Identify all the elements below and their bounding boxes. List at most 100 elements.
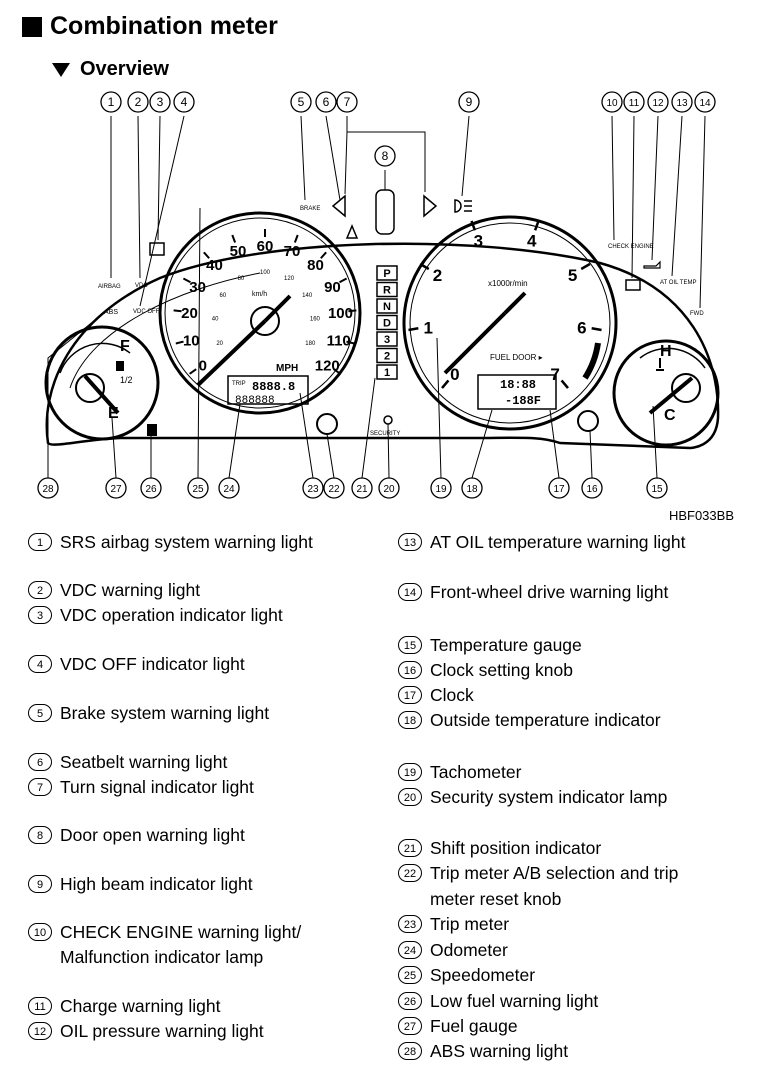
title-text: Combination meter xyxy=(50,12,278,40)
svg-text:13: 13 xyxy=(676,98,688,109)
legend-item: 10 CHECK ENGINE warning light/ xyxy=(28,920,301,945)
legend-number: 18 xyxy=(398,711,422,729)
callout-21: 21 xyxy=(351,477,373,499)
trip-meter-digits: 8888.8 xyxy=(252,380,295,394)
airbag-label: AIRBAG xyxy=(98,284,121,290)
callout-27: 27 xyxy=(105,477,127,499)
legend-text: Security system indicator lamp xyxy=(430,787,668,807)
svg-text:16: 16 xyxy=(586,484,598,495)
svg-text:19: 19 xyxy=(435,484,447,495)
door-open-icon xyxy=(375,189,395,235)
legend-number: 24 xyxy=(398,941,422,959)
legend-number: 10 xyxy=(28,923,52,941)
figure-code: HBF033BB xyxy=(668,508,734,523)
clock-setting-knob xyxy=(577,410,599,432)
charge-warning-icon xyxy=(625,279,641,291)
svg-text:24: 24 xyxy=(223,484,235,495)
speed-label: 110 xyxy=(327,333,351,350)
turn-right-icon xyxy=(423,194,438,218)
legend-item: 23 Trip meter xyxy=(398,912,509,937)
legend-text: Malfunction indicator lamp xyxy=(60,947,264,967)
clock-digits: 18:88 xyxy=(500,378,536,392)
legend-number: 9 xyxy=(28,875,52,893)
legend-text: SRS airbag system warning light xyxy=(60,532,313,552)
legend-item: meter reset knob xyxy=(398,887,561,912)
callout-5: 5 xyxy=(290,91,312,113)
svg-text:17: 17 xyxy=(553,484,565,495)
fwd-label: FWD xyxy=(690,311,704,317)
trip-label: TRIP xyxy=(232,381,246,387)
legend-text: Temperature gauge xyxy=(430,635,582,655)
security-lamp xyxy=(383,415,393,425)
tach-label: 3 xyxy=(474,232,483,251)
kmh-tick-label: 160 xyxy=(310,317,321,323)
kmh-tick-label: 80 xyxy=(238,276,245,282)
mph-label: MPH xyxy=(276,363,298,374)
svg-text:N: N xyxy=(383,301,391,313)
callout-8: 8 xyxy=(374,145,396,167)
fuel-pump-icon xyxy=(116,361,124,371)
tach-label: 0 xyxy=(450,365,459,384)
gear-R: R xyxy=(376,281,398,298)
svg-text:R: R xyxy=(383,285,391,297)
svg-text:4: 4 xyxy=(181,95,188,109)
cluster-inner-outline xyxy=(69,272,261,389)
legend-text: CHECK ENGINE warning light/ xyxy=(60,922,302,942)
legend-item: 1 SRS airbag system warning light xyxy=(28,530,313,555)
legend-number: 2 xyxy=(28,581,52,599)
gear-3: 3 xyxy=(376,331,398,347)
callout-12: 12 xyxy=(647,91,669,113)
legend-text: Trip meter A/B selection and trip xyxy=(430,863,679,883)
legend-text: VDC warning light xyxy=(60,580,201,600)
callout-7: 7 xyxy=(336,91,358,113)
legend-text: VDC OFF indicator light xyxy=(60,654,245,674)
svg-text:18: 18 xyxy=(466,484,478,495)
legend-text: Trip meter xyxy=(430,914,510,934)
callout-25: 25 xyxy=(187,477,209,499)
svg-text:25: 25 xyxy=(192,484,204,495)
legend-item: 2 VDC warning light xyxy=(28,578,200,603)
callout-9: 9 xyxy=(458,91,480,113)
vdc-operation-icon xyxy=(149,242,165,256)
legend-text: meter reset knob xyxy=(430,889,562,909)
svg-text:9: 9 xyxy=(466,95,473,109)
legend-text: Front-wheel drive warning light xyxy=(430,582,669,602)
legend-text: Charge warning light xyxy=(60,996,221,1016)
speed-label: 10 xyxy=(183,333,200,350)
legend-number: 26 xyxy=(398,992,422,1010)
svg-text:7: 7 xyxy=(344,95,351,109)
legend-number: 19 xyxy=(398,763,422,781)
legend-number: 27 xyxy=(398,1017,422,1035)
legend-text: Tachometer xyxy=(430,762,522,782)
legend-number: 23 xyxy=(398,915,422,933)
speed-label: 60 xyxy=(257,238,274,255)
legend-text: Clock xyxy=(430,685,474,705)
fuel-door-label: FUEL DOOR ▸ xyxy=(490,353,543,362)
speed-label: 120 xyxy=(315,358,340,375)
svg-text:22: 22 xyxy=(328,484,340,495)
callout-23: 23 xyxy=(302,477,324,499)
cluster-outline xyxy=(45,242,720,450)
legend-text: AT OIL temperature warning light xyxy=(430,532,686,552)
low-fuel-icon xyxy=(147,424,157,436)
svg-text:14: 14 xyxy=(699,98,711,109)
brake-label: BRAKE xyxy=(300,206,320,212)
legend-number: 17 xyxy=(398,686,422,704)
turn-left-icon xyxy=(331,194,346,218)
legend-number: 1 xyxy=(28,533,52,551)
gear-P: P xyxy=(376,265,398,281)
kmh-tick-label: 140 xyxy=(302,293,313,299)
svg-text:2: 2 xyxy=(384,351,390,363)
